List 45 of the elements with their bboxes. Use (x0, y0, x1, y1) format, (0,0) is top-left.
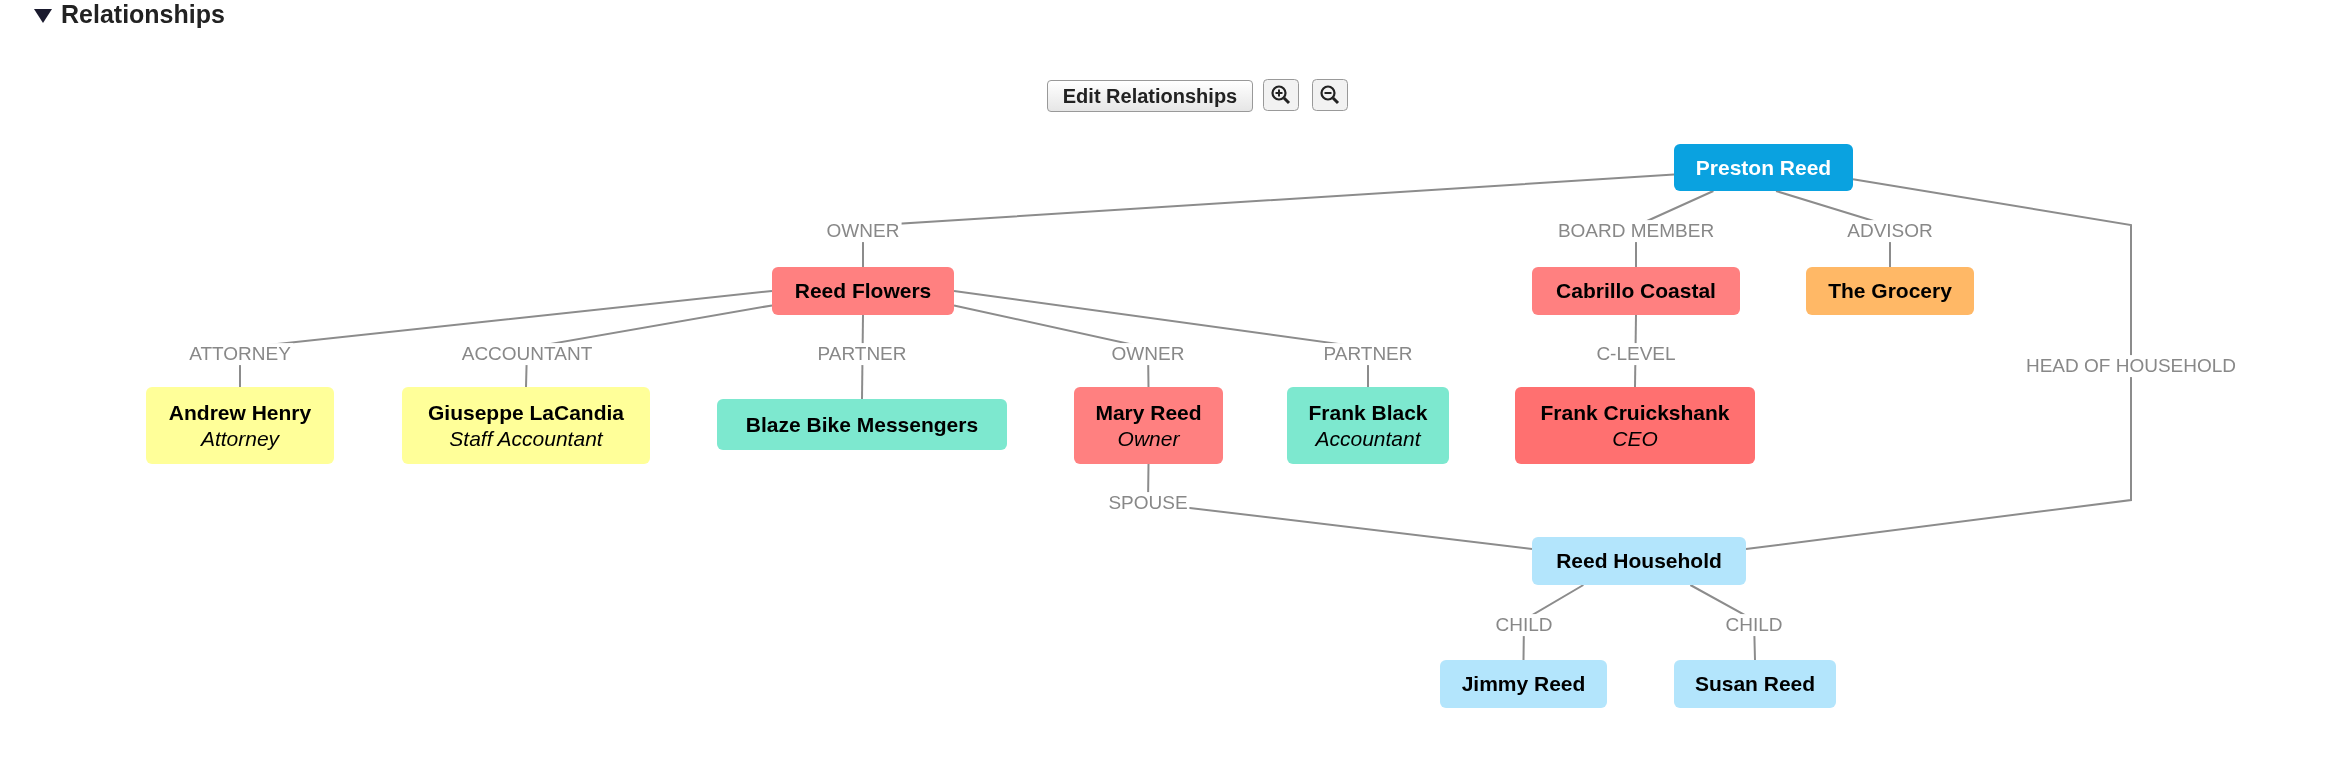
connector-line (862, 173, 1675, 268)
edge-label: OWNER (824, 220, 902, 242)
edge-label: ADVISOR (1845, 220, 1935, 242)
relationship-node (146, 387, 334, 464)
name-text: Jimmy Reed (1461, 671, 1586, 697)
connector-line (953, 290, 1369, 388)
name-text: Susan Reed (1694, 671, 1816, 697)
relationship-node (402, 387, 650, 464)
relationship-node (1440, 660, 1607, 708)
relationship-node (717, 399, 1007, 450)
name-text: The Grocery (1828, 278, 1952, 304)
relationship-node (772, 267, 954, 315)
edit-relationships-button: Edit Relationships (1047, 80, 1253, 112)
role-text: Accountant (1315, 425, 1421, 451)
role-text: CEO (1612, 425, 1658, 451)
edge-label: CHILD (1493, 614, 1555, 636)
connector-line (1745, 178, 2132, 550)
name-text: Preston Reed (1695, 154, 1832, 181)
role-text: Staff Accountant (449, 425, 603, 451)
name-text: Blaze Bike Messengers (745, 411, 979, 438)
edge-label: C-LEVEL (1594, 343, 1678, 365)
relationship-node (1287, 387, 1449, 464)
relationship-node (1515, 387, 1755, 464)
edge-label: OWNER (1109, 343, 1187, 365)
name-text: Andrew Henry (168, 400, 312, 426)
edge-label: ACCOUNTANT (459, 343, 595, 365)
name-text: Reed Household (1556, 548, 1722, 574)
edge-label: CHILD (1723, 614, 1785, 636)
name-text: Cabrillo Coastal (1556, 278, 1716, 304)
relationship-node (1532, 537, 1746, 585)
relationship-node (1806, 267, 1974, 315)
name-text: Frank Cruickshank (1540, 400, 1730, 426)
name-text: Frank Black (1308, 400, 1428, 426)
relationship-node (1674, 144, 1853, 191)
section-title: Relationships (61, 0, 225, 29)
relationship-node (1532, 267, 1740, 315)
relationship-node (1674, 660, 1836, 708)
name-text: Mary Reed (1095, 400, 1202, 426)
name-text: Giuseppe LaCandia (427, 400, 624, 426)
edge-label: ATTORNEY (187, 343, 293, 365)
connector-line (239, 290, 773, 388)
name-text: Reed Flowers (794, 278, 932, 304)
relationship-node (1074, 387, 1223, 464)
role-text: Owner (1117, 425, 1180, 451)
role-text: Attorney (200, 425, 280, 451)
